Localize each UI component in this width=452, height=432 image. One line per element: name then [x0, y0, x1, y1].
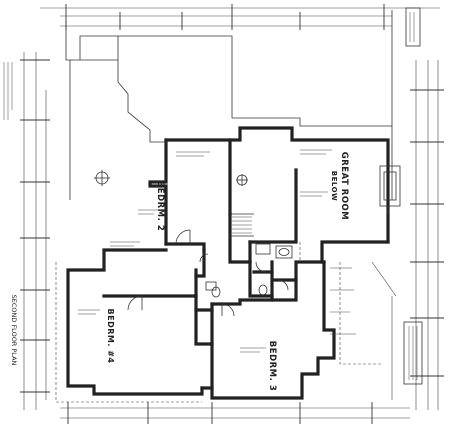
notes-box: [403, 7, 423, 385]
bottom-dimension-lines: [60, 402, 410, 424]
exterior-walls: [66, 126, 390, 400]
right-dimension-lines: [410, 60, 444, 410]
room-label-bedroom-4: BEDRM. #4: [106, 309, 115, 364]
left-dimension-lines: [20, 52, 50, 410]
drawing-title: SECOND FLOOR PLAN: [10, 295, 18, 366]
interior-walls: [102, 138, 326, 390]
room-label-bedroom-2: BEDRM. 2: [155, 181, 165, 231]
left-notes: [3, 62, 13, 120]
top-dimension-lines: [40, 4, 440, 200]
door-swings: [127, 229, 289, 317]
room-label-great-room: GREAT ROOM: [339, 152, 349, 220]
roof-symbols: [94, 170, 248, 186]
dimension-callouts: [78, 149, 356, 353]
room-label-below: BELOW: [330, 171, 338, 202]
room-label-bedroom-3: BEDRM. 3: [267, 341, 277, 391]
bath-fixtures: [205, 243, 293, 298]
roof-outline: [65, 20, 392, 200]
stair: [230, 213, 254, 237]
overhang-lines: [55, 242, 397, 403]
fireplace-chimney: [379, 165, 401, 214]
